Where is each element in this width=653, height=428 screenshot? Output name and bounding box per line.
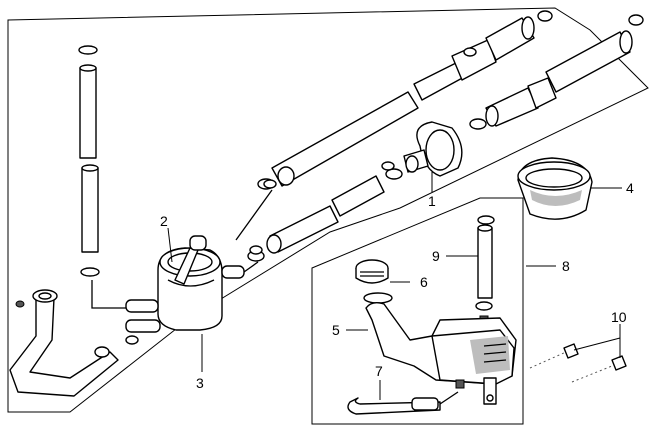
callout-10: 10 [611, 309, 627, 325]
air-filter-boot [403, 121, 463, 177]
upper-hose-assembly [235, 10, 553, 241]
leader-lines [167, 172, 622, 400]
outer-frame [7, 7, 649, 413]
callout-8: 8 [562, 258, 570, 274]
hose-clamps [125, 47, 477, 345]
seal-ring [517, 157, 593, 220]
callout-6: 6 [420, 274, 428, 290]
callout-5: 5 [332, 322, 340, 338]
breather-box [365, 301, 517, 405]
callout-3: 3 [196, 375, 204, 391]
breather-tube [475, 215, 495, 325]
lower-left-bent-pipe [9, 289, 119, 397]
callout-4: 4 [626, 180, 634, 196]
left-vertical-hose [78, 45, 128, 309]
right-upper-hose [469, 14, 644, 130]
oil-cooler [125, 235, 245, 333]
inset-frame [311, 197, 524, 425]
callout-9: 9 [432, 248, 440, 264]
bolts [529, 343, 627, 383]
breather-drain-tube [347, 391, 459, 415]
callout-2: 2 [160, 213, 168, 229]
breather-cap [355, 259, 393, 304]
callout-1: 1 [428, 193, 436, 209]
callout-7: 7 [375, 363, 383, 379]
